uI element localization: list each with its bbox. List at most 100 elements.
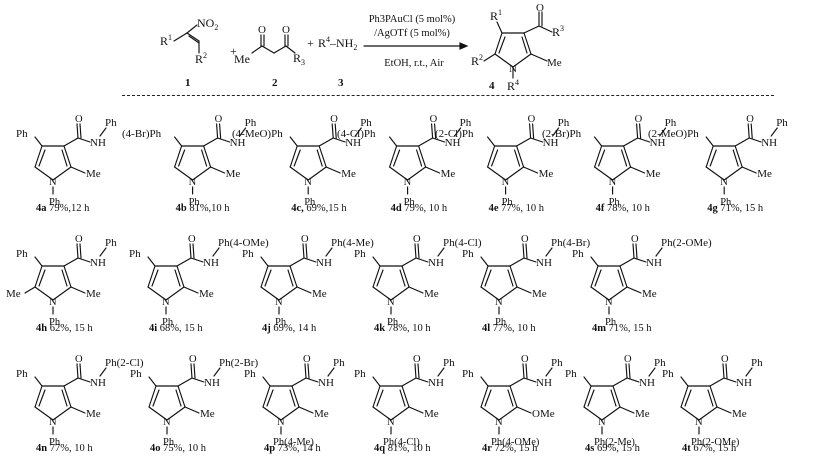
condition-solvent: EtOH, r.t., Air	[384, 58, 444, 69]
reactant-3-label: 3	[338, 77, 344, 89]
reactant-3-amine: R4–NH2 3	[318, 35, 357, 89]
c2-substituent-label: Me	[199, 288, 214, 300]
c2-substituent-label: Me	[757, 168, 772, 180]
ring-nitrogen-label: N	[598, 417, 606, 428]
product-id-label: 4c,	[291, 203, 304, 214]
r1-substituent-label: Ph	[130, 368, 142, 380]
n-substituent-label: Ph(4-Me)	[273, 437, 314, 448]
carbonyl-oxygen-label: O	[75, 234, 83, 245]
carbonyl-oxygen-label: O	[413, 354, 421, 365]
amide-substituent-label: Ph	[460, 117, 472, 129]
r1-substituent-label: Ph	[242, 248, 254, 260]
product-caption: 4q 81%, 10 h	[374, 443, 431, 454]
n-substituent-label: Ph(4-Cl)	[383, 437, 420, 448]
n-substituent-label: Ph	[720, 197, 732, 208]
product-r2: R2	[471, 53, 483, 68]
n-substituent-label: Ph	[387, 317, 399, 328]
c2-substituent-label: Me	[226, 168, 241, 180]
c2-substituent-label: Me	[86, 168, 101, 180]
product-caption: 4c, 69%,15 h	[291, 203, 347, 214]
nh-label: NH	[536, 377, 552, 389]
svg-text:O: O	[258, 24, 266, 36]
product-r1: R1	[490, 8, 502, 23]
ring-nitrogen-label: N	[387, 297, 395, 308]
product-id-label: 4d	[391, 203, 402, 214]
r1-substituent-label: (2-MeO)Ph	[648, 128, 699, 140]
amide-substituent-label: Ph	[333, 357, 345, 369]
product-id-label: 4n	[36, 443, 47, 454]
ring-nitrogen-label: N	[404, 177, 412, 188]
product-id-label: 4j	[262, 323, 271, 334]
amide-substituent-label: Ph(4-Br)	[551, 237, 590, 249]
product-caption: 4g 71%, 15 h	[707, 203, 764, 214]
ring-nitrogen-label: N	[277, 417, 285, 428]
c5-substituent-label: Me	[6, 288, 21, 300]
carbonyl-oxygen-label: O	[635, 114, 643, 125]
product-id-label: 4f	[596, 203, 605, 214]
product-yield-label: 69%,15 h	[304, 203, 348, 214]
reactant-2-dicarbonyl: O O Me R3 2	[234, 24, 305, 89]
plus-sign-1: +	[230, 44, 237, 58]
product-id-label: 4l	[482, 323, 490, 334]
product-id-label: 4b	[176, 203, 187, 214]
product-yield-label: 71%, 15 h	[718, 203, 764, 214]
product-me: Me	[547, 57, 562, 69]
nh-label: NH	[428, 377, 444, 389]
reaction-conditions: Ph3PAuCl (5 mol%) /AgOTf (5 mol%) EtOH, …	[363, 14, 469, 69]
product-caption: 4f 78%, 10 h	[596, 203, 651, 214]
r1-substituent-label: Ph	[572, 248, 584, 260]
amide-substituent-label: Ph	[105, 117, 117, 129]
r1-substituent-label: Ph	[662, 368, 674, 380]
amide-substituent-label: Ph	[245, 117, 257, 129]
nh-label: NH	[445, 137, 461, 149]
product-caption: 4j 69%, 14 h	[262, 323, 317, 334]
ring-nitrogen-label: N	[605, 297, 613, 308]
nh-label: NH	[90, 257, 106, 269]
product-yield-label: 79%, 10 h	[402, 203, 448, 214]
r1-substituent-label: (4-MeO)Ph	[232, 128, 283, 140]
nh-label: NH	[639, 377, 655, 389]
c2-substituent-label: Me	[642, 288, 657, 300]
product-id-label: 4p	[264, 443, 275, 454]
amide-substituent-label: Ph	[105, 237, 117, 249]
product-yield-label: 78%, 10 h	[385, 323, 431, 334]
carbonyl-oxygen-label: O	[75, 354, 83, 365]
nh-label: NH	[318, 377, 334, 389]
c2-substituent-label: Me	[341, 168, 356, 180]
ring-nitrogen-label: N	[502, 177, 510, 188]
product-caption: 4d 79%, 10 h	[391, 203, 448, 214]
reactant-2-r3: R3	[293, 51, 305, 67]
ring-nitrogen-label: N	[720, 177, 728, 188]
product-id-label: 4s	[585, 443, 594, 454]
amide-substituent-label: Ph(2-Cl)	[105, 357, 144, 369]
reactant-1-nitroalkene: R1 NO2 R2 1	[160, 16, 218, 89]
product-yield-label: 67%, 15 h	[691, 443, 737, 454]
c2-substituent-label: Me	[732, 408, 747, 420]
n-substituent-label: Ph	[49, 317, 61, 328]
product-id-label: 4m	[592, 323, 606, 334]
r1-substituent-label: Ph	[244, 368, 256, 380]
product-caption: 4e 77%, 10 h	[489, 203, 545, 214]
product-yield-label: 77%, 10 h	[499, 203, 545, 214]
product-yield-label: 81%, 10 h	[385, 443, 431, 454]
product-id-label: 4r	[482, 443, 492, 454]
r1-substituent-label: (4-Cl)Ph	[337, 128, 376, 140]
product-caption: 4p 73%, 14 h	[264, 443, 321, 454]
product-id-label: 4q	[374, 443, 385, 454]
product-id-label: 4a	[36, 203, 47, 214]
product-caption: 4m 71%, 15 h	[592, 323, 652, 334]
c2-substituent-label: OMe	[532, 408, 555, 420]
amide-substituent-label: Ph	[551, 357, 563, 369]
svg-text:O: O	[536, 2, 544, 14]
carbonyl-oxygen-label: O	[75, 114, 83, 125]
n-substituent-label: Ph	[404, 197, 416, 208]
amide-substituent-label: Ph(4-OMe)	[218, 237, 269, 249]
